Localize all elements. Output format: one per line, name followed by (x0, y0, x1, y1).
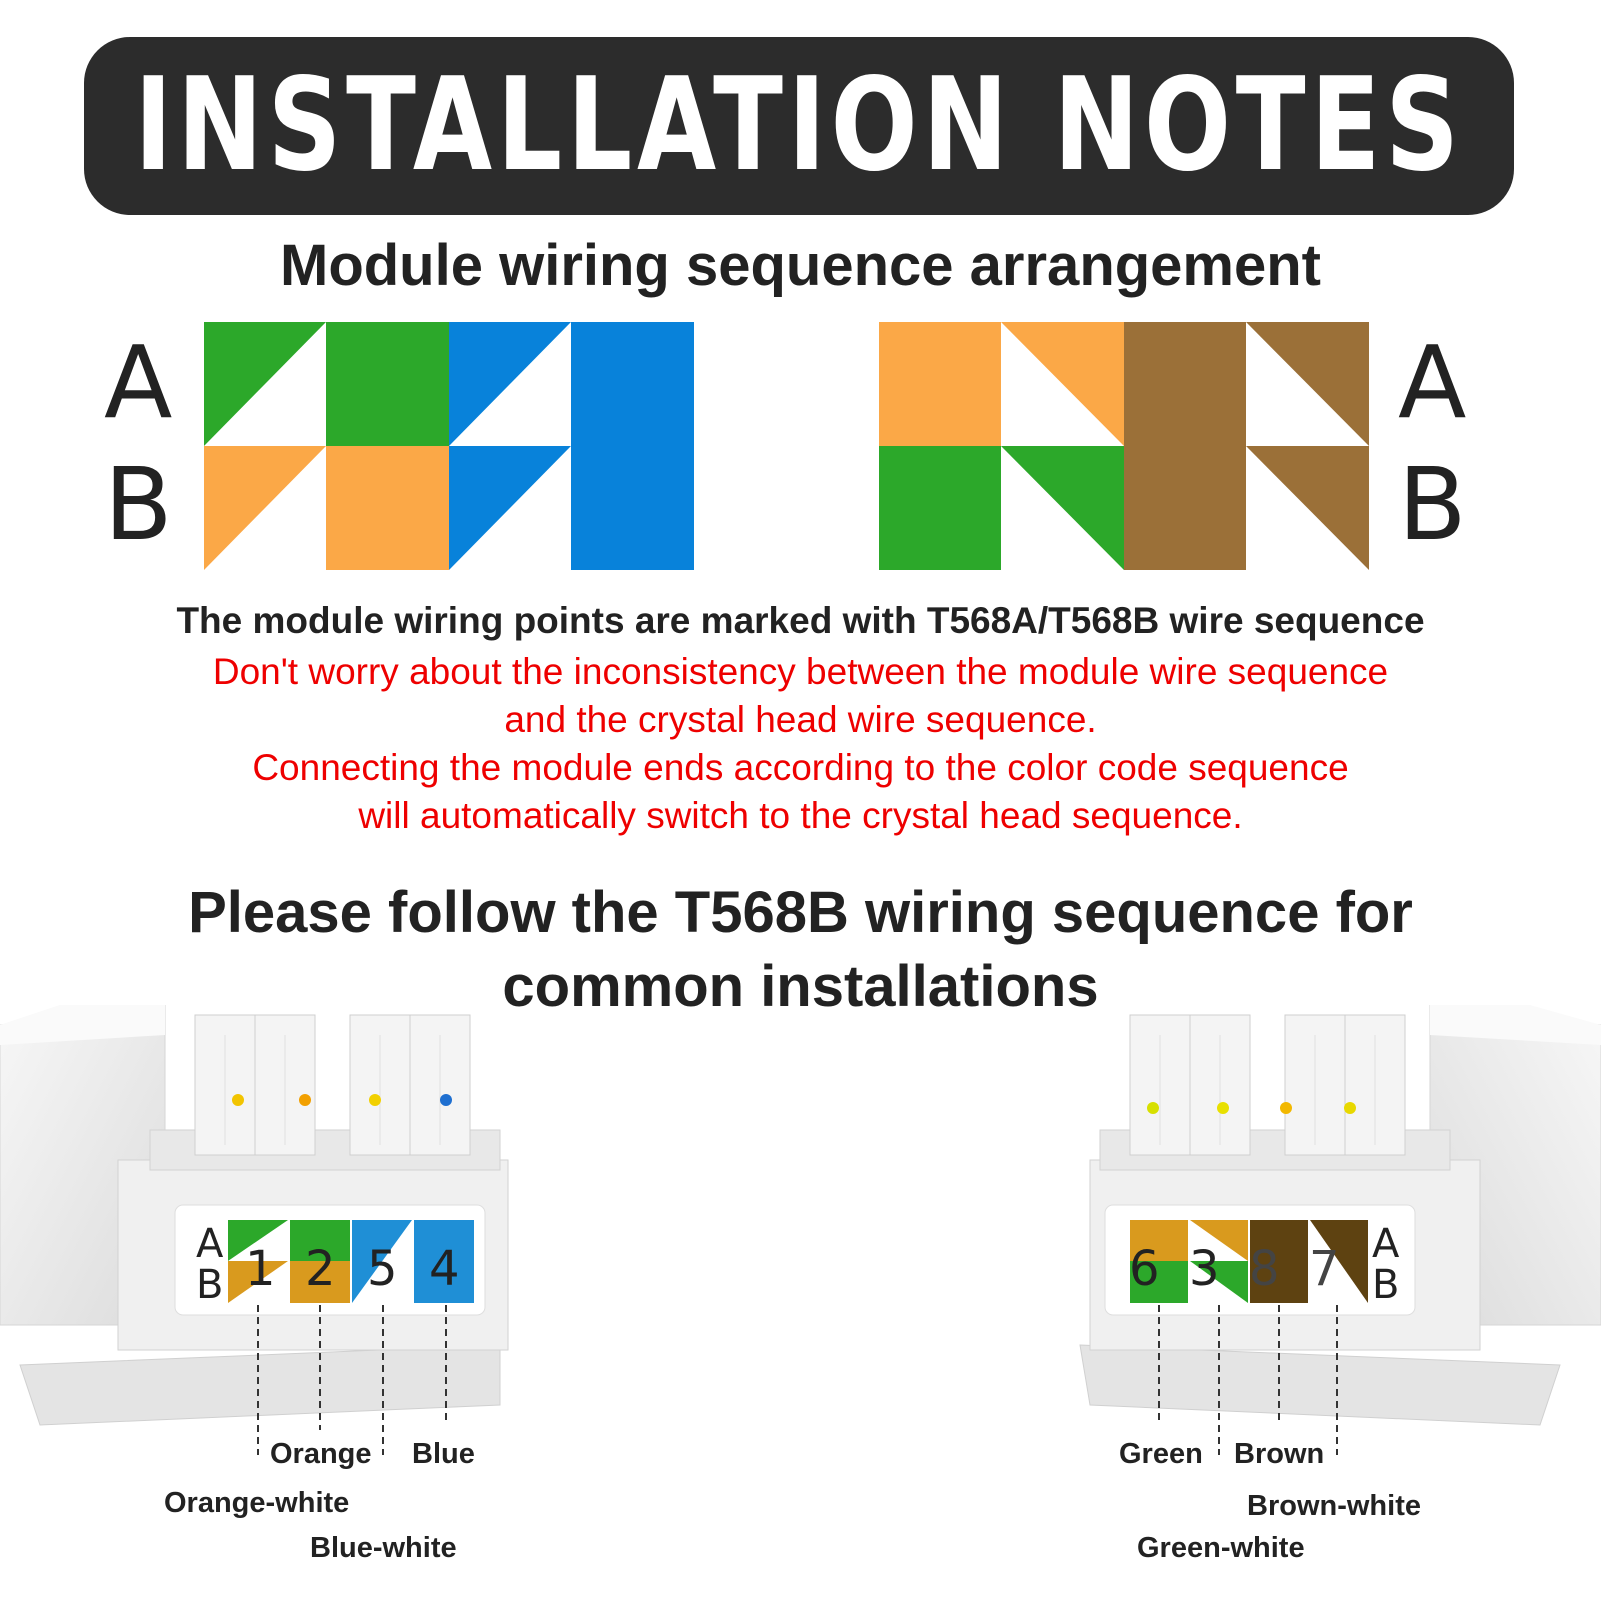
right-pin-6: 6 (1129, 1241, 1160, 1297)
label-orange: Orange (270, 1438, 372, 1470)
label-green-white: Green-white (1137, 1532, 1305, 1564)
title-banner: INSTALLATION NOTES (84, 37, 1514, 215)
note-red-line-1: Don't worry about the inconsistency betw… (212, 651, 1389, 692)
cell-blue-bottom (571, 446, 694, 570)
right-module-row-a: A (1372, 1221, 1400, 1267)
left-pin-5: 5 (367, 1241, 398, 1297)
right-pin-7: 7 (1309, 1241, 1340, 1297)
right-pin-3: 3 (1189, 1241, 1220, 1297)
cell-orange-bottom (326, 446, 449, 570)
right-color-grid (879, 322, 1369, 570)
right-pin-8: 8 (1249, 1241, 1280, 1297)
label-brown-white: Brown-white (1247, 1490, 1421, 1522)
cell-brown-bottom (1124, 446, 1246, 570)
label-blue-white: Blue-white (310, 1532, 457, 1564)
cell-green-white-top (204, 322, 326, 446)
cell-brown-top (1124, 322, 1246, 446)
cell-green-bottom (879, 446, 1001, 570)
left-row-b-label: B (104, 446, 173, 563)
label-brown: Brown (1234, 1438, 1325, 1470)
label-orange-white: Orange-white (164, 1487, 350, 1519)
cell-green-top (326, 322, 449, 446)
cell-brown-white-top (1246, 322, 1369, 446)
cell-orange-white-top (1001, 322, 1124, 446)
cell-blue-white-bottom (449, 446, 571, 570)
label-blue: Blue (412, 1438, 475, 1470)
left-color-grid (204, 322, 694, 570)
right-row-a-label: A (1398, 324, 1467, 441)
follow-line-2: common installations (502, 954, 1099, 1019)
left-module-row-a: A (196, 1221, 224, 1267)
left-module-row-b: B (196, 1262, 224, 1308)
cell-green-white-bottom (1001, 446, 1124, 570)
left-pin-1: 1 (245, 1241, 276, 1297)
cell-orange-white-bottom (204, 446, 326, 570)
follow-instruction: Please follow the T568B wiring sequence … (0, 876, 1601, 1024)
follow-line-1: Please follow the T568B wiring sequence … (188, 880, 1413, 945)
left-pin-4: 4 (429, 1241, 460, 1297)
right-module-row-b: B (1372, 1262, 1400, 1308)
label-green: Green (1119, 1438, 1203, 1470)
cell-brown-white-bottom (1246, 446, 1369, 570)
left-pin-2: 2 (305, 1241, 336, 1297)
note-red-line-3: Connecting the module ends according to … (252, 747, 1349, 788)
left-keystone-module (0, 1005, 509, 1455)
cell-blue-white-top (449, 322, 571, 446)
note-red-line-4: will automatically switch to the crystal… (358, 795, 1243, 836)
note-wire-sequence: The module wiring points are marked with… (176, 600, 1425, 641)
note-red-line-2: and the crystal head wire sequence. (504, 699, 1097, 740)
cell-blue-top (571, 322, 694, 446)
notes: The module wiring points are marked with… (0, 600, 1601, 840)
page-title: INSTALLATION NOTES (134, 51, 1464, 200)
subtitle: Module wiring sequence arrangement (280, 233, 1321, 298)
cell-orange-top (879, 322, 1001, 446)
right-keystone-module (1079, 1005, 1601, 1455)
left-row-a-label: A (104, 324, 173, 441)
right-row-b-label: B (1398, 446, 1467, 563)
